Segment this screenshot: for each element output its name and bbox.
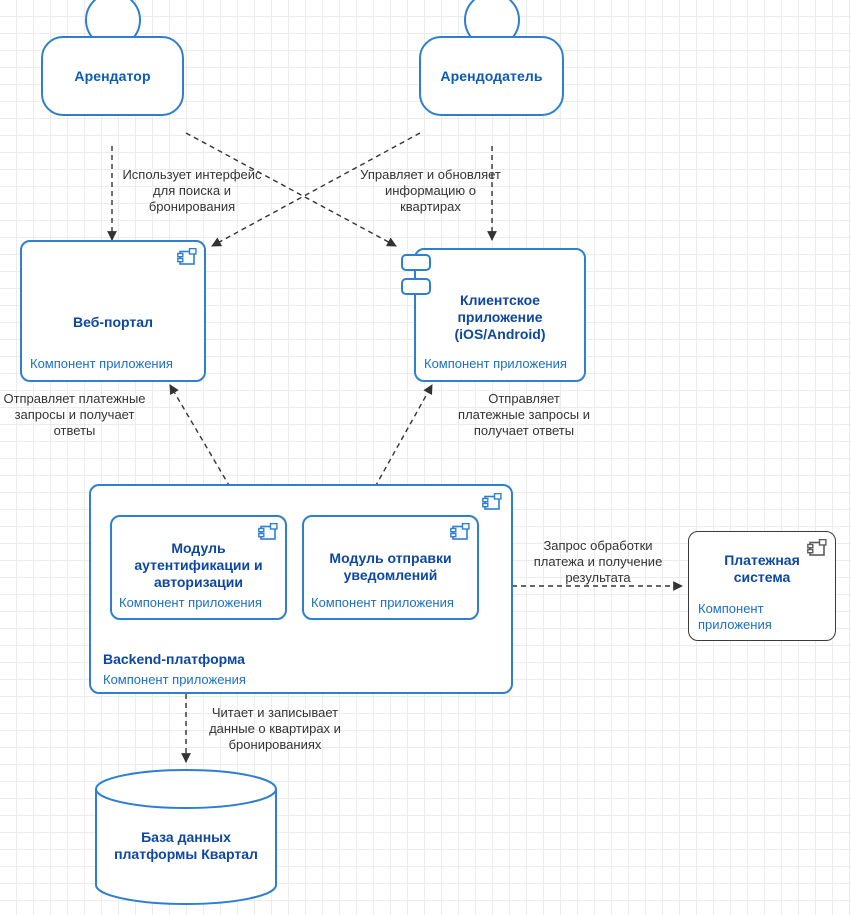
edge-label-backend-to-payment-system: Запрос обработки платежа и получение рез… (533, 538, 663, 585)
actor-tenant-label: Арендатор (74, 68, 151, 84)
database-kvartal-label: База данных платформы Квартал (114, 829, 258, 862)
edge-backend-to-client-app (374, 384, 433, 488)
component-payment-system[interactable]: Платежная система Компонент приложения (688, 531, 836, 641)
component-tab-upper (401, 254, 431, 271)
uml-component-icon (807, 539, 827, 556)
component-payment-system-title: Платежная система (724, 552, 800, 585)
actor-tenant[interactable]: Арендатор (41, 0, 184, 146)
component-client-app-subtitle: Компонент приложения (424, 356, 567, 371)
actor-landlord-label: Арендодатель (440, 68, 543, 84)
component-auth-module-subtitle: Компонент приложения (119, 595, 262, 610)
actor-tenant-body[interactable]: Арендатор (41, 36, 184, 116)
component-web-portal[interactable]: Веб-портал Компонент приложения (20, 240, 206, 382)
edge-label-backend-to-database: Читает и записывает данные о квартирах и… (209, 705, 341, 752)
component-client-app-title: Клиентское приложение (iOS/Android) (454, 292, 546, 342)
component-client-app[interactable]: Клиентское приложение (iOS/Android) Комп… (401, 248, 586, 382)
component-web-portal-subtitle: Компонент приложения (30, 356, 173, 371)
uml-component-icon (482, 493, 502, 510)
component-notification-module[interactable]: Модуль отправки уведомлений Компонент пр… (302, 515, 479, 620)
edge-backend-to-web-portal (169, 384, 231, 488)
component-backend-platform[interactable]: Модуль аутентификации и авторизации Комп… (89, 484, 513, 694)
actor-landlord-body[interactable]: Арендодатель (419, 36, 564, 116)
database-kvartal[interactable]: База данных платформы Квартал (95, 769, 277, 905)
edge-label-backend-to-web-portal: Отправляет платежные запросы и получает … (3, 391, 146, 438)
component-auth-module-title: Модуль аутентификации и авторизации (134, 540, 263, 590)
uml-component-icon (450, 523, 470, 540)
edge-label-tenant-to-web-portal: Использует интерфейс для поиска и бронир… (122, 167, 262, 214)
edge-label-backend-to-client-app: Отправляет платежные запросы и получает … (458, 391, 590, 438)
component-auth-module[interactable]: Модуль аутентификации и авторизации Комп… (110, 515, 287, 620)
component-notification-module-subtitle: Компонент приложения (311, 595, 454, 610)
component-web-portal-title: Веб-портал (73, 314, 153, 330)
database-cylinder-icon (95, 769, 277, 905)
actor-landlord[interactable]: Арендодатель (419, 0, 564, 146)
uml-component-icon (258, 523, 278, 540)
component-backend-platform-title: Backend-платформа (103, 651, 245, 667)
component-payment-system-subtitle: Компонент приложения (698, 601, 772, 632)
uml-component-icon (177, 248, 197, 265)
component-backend-platform-subtitle: Компонент приложения (103, 672, 246, 687)
edge-label-landlord-to-client-app: Управляет и обновляет информацию о кварт… (360, 167, 501, 214)
component-notification-module-title: Модуль отправки уведомлений (329, 550, 452, 583)
component-tab-lower (401, 278, 431, 295)
